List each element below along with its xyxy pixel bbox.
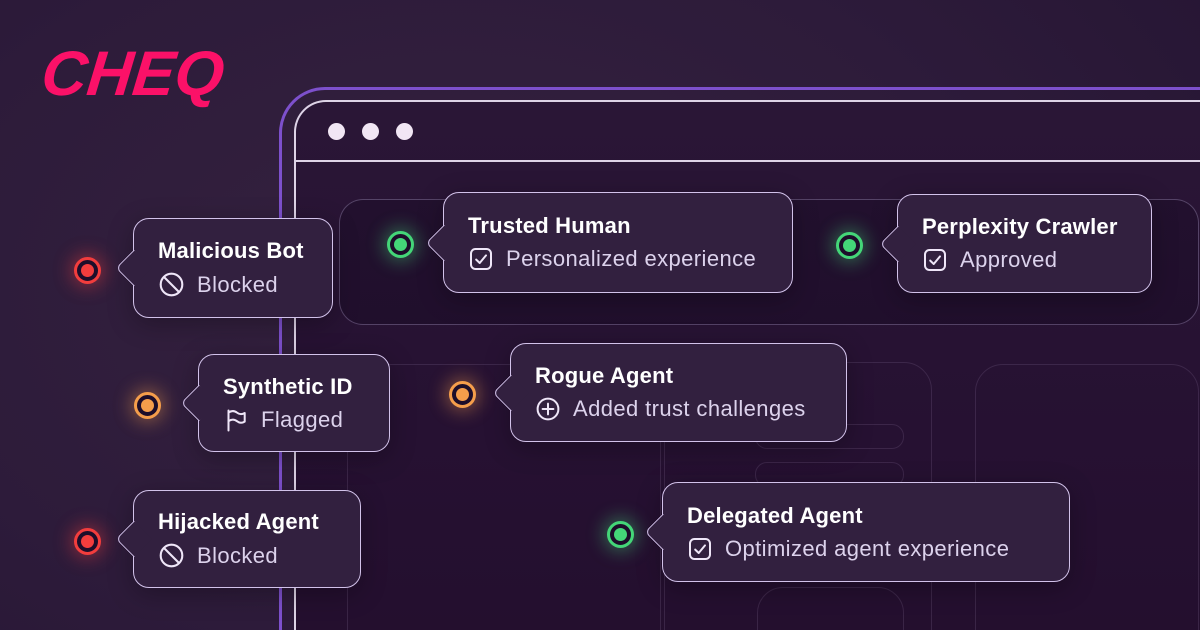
plus-circle-icon [536, 397, 560, 421]
callout-hijacked-agent: Hijacked Agent Blocked [115, 490, 361, 588]
browser-titlebar [296, 102, 1200, 162]
checkbox-icon [470, 248, 492, 270]
callout-status-text: Approved [960, 247, 1058, 272]
status-dot-delegated-agent [607, 521, 634, 548]
callout-title: Perplexity Crawler [922, 214, 1118, 239]
callout-perplexity-crawler: Perplexity Crawler Approved [879, 194, 1152, 293]
callout-rogue-agent: Rogue Agent Added trust challenges [492, 343, 847, 442]
callout-status-text: Personalized experience [506, 246, 757, 271]
callout-status-text: Blocked [197, 271, 279, 297]
callout-status-text: Optimized agent experience [725, 535, 1010, 561]
status-dot-rogue-agent [449, 381, 476, 408]
blocked-icon [159, 543, 184, 568]
callout-synthetic-id: Synthetic ID Flagged [180, 354, 390, 452]
window-control-dot [396, 122, 413, 140]
callout-title: Rogue Agent [535, 363, 674, 388]
wireframe-block [757, 587, 904, 630]
callout-title: Hijacked Agent [158, 509, 319, 534]
callout-tail [115, 520, 153, 558]
status-dot-trusted-human [387, 231, 414, 258]
window-control-dot [328, 122, 345, 140]
window-control-dot [362, 122, 379, 140]
status-dot-synthetic-id [134, 392, 161, 419]
callout-tail [115, 249, 153, 287]
callout-status-text: Added trust challenges [573, 396, 806, 421]
callout-title: Trusted Human [468, 213, 631, 238]
status-dot-malicious-bot [74, 257, 101, 284]
callout-title: Synthetic ID [223, 373, 353, 399]
blocked-icon [159, 272, 184, 297]
callout-status-text: Flagged [261, 406, 344, 432]
status-dot-hijacked-agent [74, 528, 101, 555]
callout-trusted-human: Trusted Human Personalized experience [425, 192, 793, 293]
callout-malicious-bot: Malicious Bot Blocked [115, 218, 333, 318]
callout-delegated-agent: Delegated Agent Optimized agent experien… [644, 482, 1070, 582]
callout-tail [180, 384, 218, 422]
checkbox-icon [689, 537, 711, 560]
callout-title: Malicious Bot [158, 238, 304, 263]
callout-status-text: Blocked [197, 542, 279, 568]
status-dot-perplexity-crawler [836, 232, 863, 259]
cheq-logo: CHEQ [38, 39, 228, 109]
flag-icon [227, 409, 246, 431]
checkbox-icon [924, 249, 946, 271]
callout-title: Delegated Agent [687, 502, 863, 528]
